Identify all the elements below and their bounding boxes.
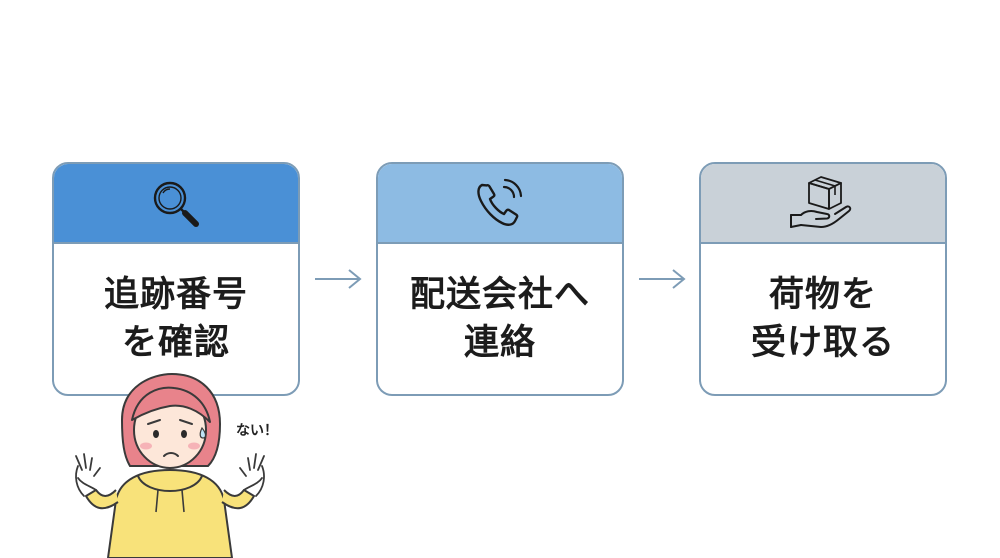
step-label-line: を確認 <box>121 323 230 363</box>
package-hand-icon <box>790 176 852 228</box>
step-label-line: 荷物を <box>768 275 877 315</box>
magnifier-icon <box>153 181 199 227</box>
step-label-line: 連絡 <box>463 323 536 363</box>
speech-text: ない！ <box>236 423 278 439</box>
step-card-track-number: 追跡番号 を確認 <box>52 162 300 396</box>
step-label-line: 受け取る <box>750 323 895 363</box>
step-label-line: 配送会社へ <box>409 275 590 315</box>
step-card-header <box>54 164 298 244</box>
step-label: 追跡番号 を確認 <box>54 244 298 394</box>
step-label-line: 追跡番号 <box>103 275 248 315</box>
step-card-receive-package: 荷物を 受け取る <box>699 162 947 396</box>
arrow-right-icon <box>315 269 362 289</box>
confused-person-illustration <box>75 372 265 558</box>
step-card-header <box>378 164 622 244</box>
phone-icon <box>477 178 523 226</box>
step-card-contact-carrier: 配送会社へ 連絡 <box>376 162 624 396</box>
step-label: 配送会社へ 連絡 <box>378 244 622 394</box>
step-label: 荷物を 受け取る <box>701 244 945 394</box>
step-card-header <box>701 164 945 244</box>
arrow-right-icon <box>639 269 686 289</box>
